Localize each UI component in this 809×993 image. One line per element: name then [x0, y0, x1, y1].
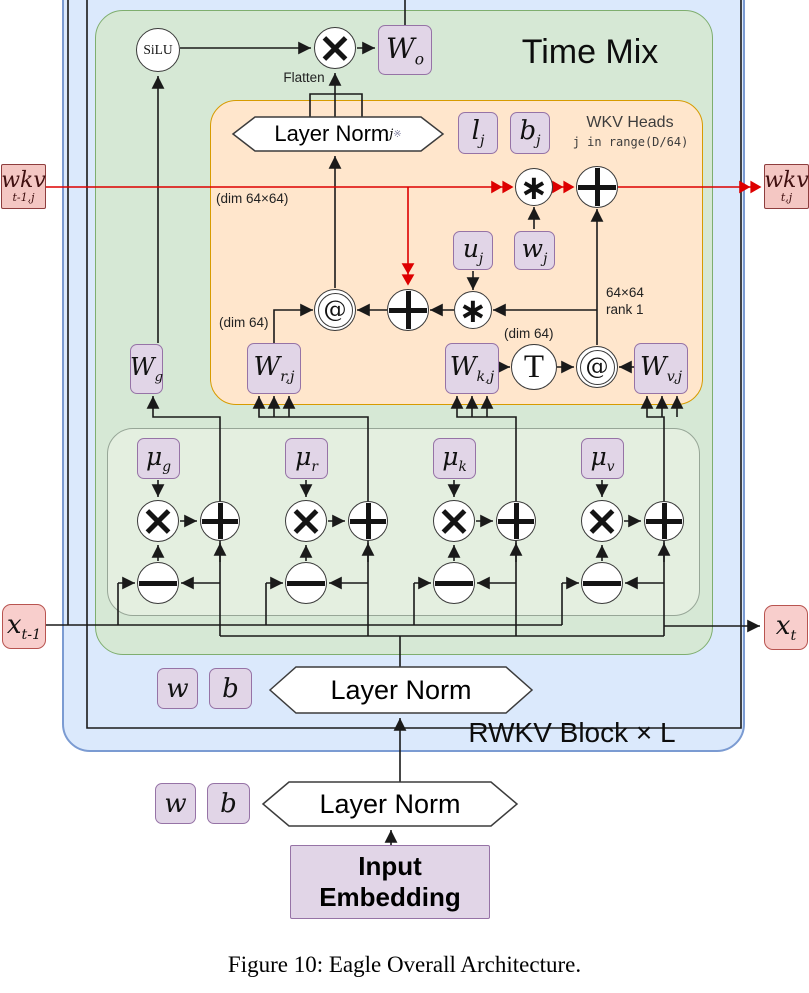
subtract-op-v	[581, 562, 623, 604]
wo-weight-box: Wo	[378, 25, 432, 75]
layer-norm-footnote-mark: ※	[393, 128, 402, 140]
wkv-state-out-box: wkv t,j	[764, 164, 809, 209]
wkv-state-in-box: wkv t-1,j	[1, 164, 46, 209]
add-op-wkv	[576, 166, 618, 208]
dim-64-right-label: (dim 64)	[504, 326, 554, 341]
silu-activation: SiLU	[136, 28, 180, 72]
uj-param-box: uj	[453, 231, 493, 270]
lj-param-box: lj	[458, 112, 498, 154]
layer-norm-bottom-label: Layer Norm	[319, 788, 461, 819]
wkj-weight-box: Wk,j	[445, 343, 499, 394]
add-op-v	[644, 501, 684, 541]
silu-label: SiLU	[143, 42, 173, 57]
flatten-label: Flatten	[283, 70, 325, 85]
transpose-op: T	[511, 344, 557, 390]
add-op-mid	[387, 289, 429, 331]
wg-weight-box: Wg	[130, 344, 163, 394]
wkv-heads-title: WKV Heads	[586, 114, 674, 131]
star-op-wkv: ∗	[515, 168, 553, 206]
add-op-k	[496, 501, 536, 541]
rwkv-block-label: RWKV Block × L	[468, 717, 676, 748]
subtract-op-r	[285, 562, 327, 604]
figure-caption: Figure 10: Eagle Overall Architecture.	[227, 952, 582, 977]
matmul-op-left: @	[314, 289, 356, 331]
dim-64-left-label: (dim 64)	[219, 315, 269, 330]
multiply-op-g	[137, 500, 179, 542]
layer-norm-bottom-hexagon	[261, 781, 519, 827]
x-out-box: xt	[764, 605, 808, 650]
subtract-op-k	[433, 562, 475, 604]
layer-norm-mid-hexagon	[268, 666, 534, 714]
ln-mid-w-box: w	[157, 668, 198, 709]
layer-norm-inner-hexagon	[231, 116, 445, 152]
wvj-weight-box: Wv,j	[634, 343, 688, 394]
ln-bottom-b-box: b	[207, 783, 250, 824]
ln-bottom-w-box: w	[155, 783, 196, 824]
matmul-op-right: @	[576, 346, 618, 388]
multiply-op-k	[433, 500, 475, 542]
subtract-op-g	[137, 562, 179, 604]
multiply-op-v	[581, 500, 623, 542]
add-op-r	[348, 501, 388, 541]
mu-k-box: μk	[433, 438, 476, 479]
star-op-mid: ∗	[454, 291, 492, 329]
multiply-op-gate	[314, 27, 356, 69]
x-prev-box: xt-1	[2, 604, 46, 649]
add-op-g	[200, 501, 240, 541]
wj-param-box: wj	[514, 231, 555, 270]
ln-mid-b-box: b	[209, 668, 252, 709]
bj-param-box: bj	[510, 112, 550, 154]
layer-norm-mid-label: Layer Norm	[330, 674, 472, 705]
mu-v-box: μv	[581, 438, 624, 479]
input-embedding-box: Input Embedding	[290, 845, 490, 919]
dim-64x64-label: (dim 64×64)	[216, 191, 289, 206]
wkv-heads-range: j in range(D/64)	[572, 135, 689, 149]
wrj-weight-box: Wr,j	[247, 343, 301, 394]
mu-g-box: μg	[137, 438, 180, 479]
mu-r-box: μr	[285, 438, 328, 479]
multiply-op-r	[285, 500, 327, 542]
time-mix-title: Time Mix	[521, 33, 659, 71]
